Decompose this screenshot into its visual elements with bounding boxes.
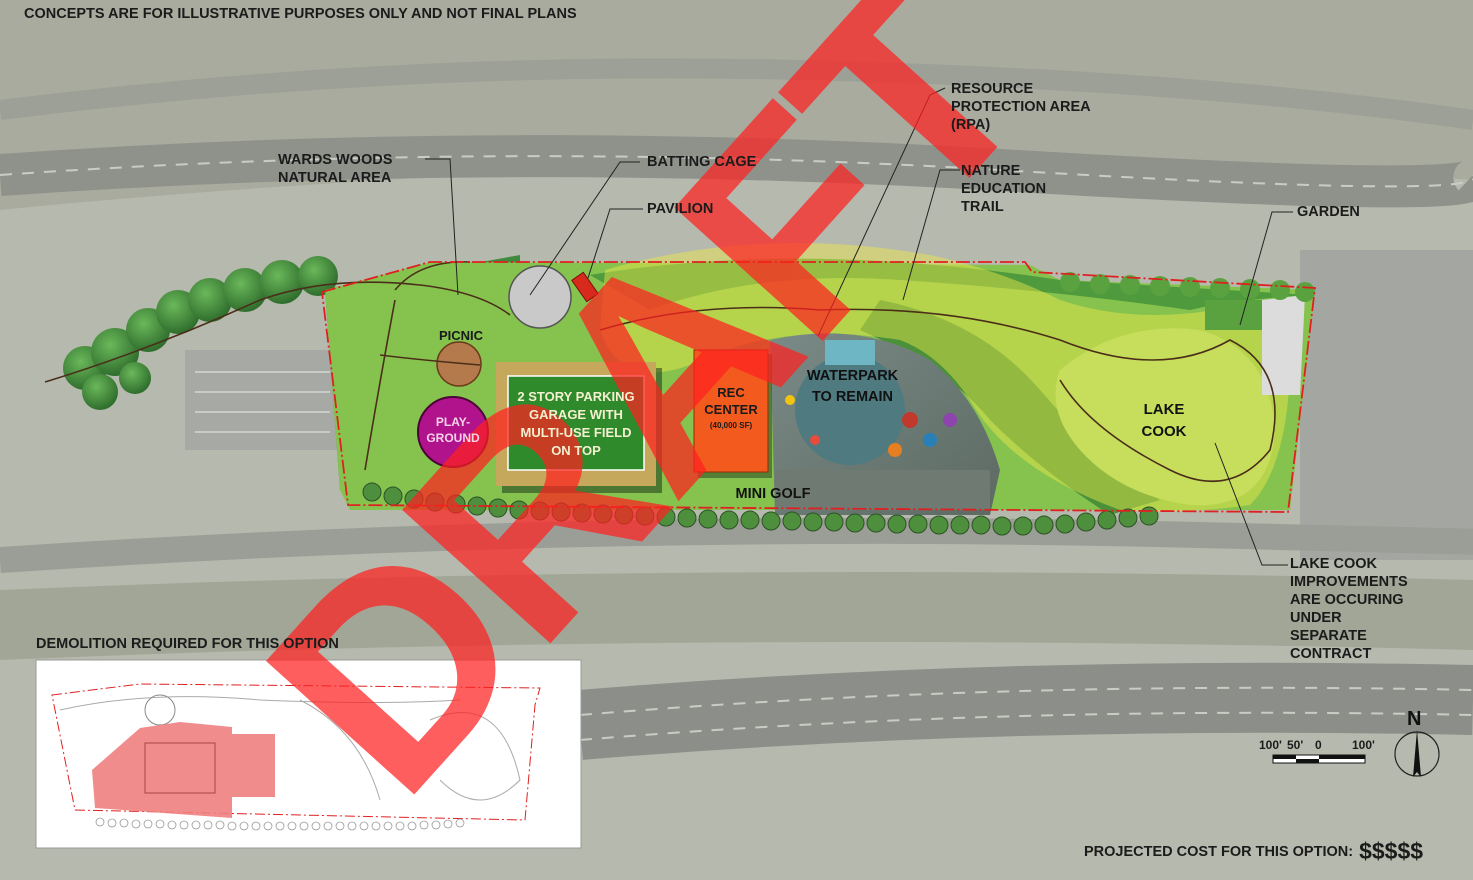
parking-garage-field (507, 375, 645, 471)
waterpark-pool (795, 355, 905, 465)
disclaimer-text: CONCEPTS ARE FOR ILLUSTRATIVE PURPOSES O… (24, 6, 577, 22)
lake-cook-label: LAKE COOK (1141, 401, 1187, 440)
scale-label-100-west: 100' (1259, 738, 1282, 752)
scale-label-0: 0 (1315, 738, 1322, 752)
parking-garage-label: 2 STORY PARKING GARAGE WITH MULTI-USE FI… (517, 389, 635, 458)
rpa-zone (600, 243, 1291, 512)
scale-bar (1272, 754, 1366, 764)
projected-cost-label: PROJECTED COST FOR THIS OPTION: (1084, 844, 1354, 860)
callout-pavilion: PAVILION (647, 201, 714, 217)
demolition-zone (92, 722, 275, 818)
rec-center (693, 349, 769, 473)
waterpark-umbrellas (785, 395, 957, 457)
projected-cost-value: $$$$$ (1359, 838, 1424, 864)
projected-cost: PROJECTED COST FOR THIS OPTION: $$$$$ (1084, 838, 1423, 865)
playground-area (417, 396, 489, 468)
callout-batting-cage: BATTING CAGE (647, 154, 757, 170)
tree-canopy-west (63, 256, 338, 410)
picnic-area (436, 341, 482, 387)
callout-rpa: RESOURCE PROTECTION AREA (RPA) (951, 81, 1091, 133)
waterpark-slide-pool (825, 340, 875, 365)
scale-label-50: 50' (1287, 738, 1304, 752)
garden-bed (1205, 300, 1265, 330)
site-boundary (321, 261, 1317, 513)
callout-leaders (425, 87, 1293, 566)
highway-north-lanes (0, 155, 1473, 188)
wooded-band-south (0, 572, 1473, 660)
woods-strip-north (590, 258, 1310, 310)
pavilion (571, 271, 599, 303)
batting-cage (508, 265, 572, 329)
picnic-label: PICNIC (438, 328, 484, 343)
callout-nature-trail: NATURE EDUCATION TRAIL (961, 163, 1047, 215)
callout-wards-woods: WARDS WOODS NATURAL AREA (278, 152, 393, 186)
demolition-inset-title: DEMOLITION REQUIRED FOR THIS OPTION (36, 636, 339, 652)
road-north-upper (0, 58, 1473, 130)
woods-strip-diagonal (860, 300, 1160, 515)
rec-center-label: REC CENTER (704, 385, 758, 417)
callout-lake-cook-note: LAKE COOK IMPROVEMENTS ARE OCCURING UNDE… (1290, 556, 1408, 662)
garden-building (1262, 295, 1305, 395)
road-south (0, 517, 1473, 573)
mini-golf-label: MINI GOLF (735, 486, 811, 502)
scale-label-100-east: 100' (1352, 738, 1375, 752)
parking-rows (195, 371, 330, 433)
lake-cook (1055, 328, 1275, 506)
north-arrow-label: N (1407, 708, 1422, 730)
callout-garden: GARDEN (1297, 204, 1360, 220)
waterpark-label: WATERPARK TO REMAIN (806, 368, 899, 405)
highway-south (577, 662, 1473, 760)
demolition-inset (35, 659, 582, 849)
urban-area-right (1300, 250, 1473, 560)
mini-golf-area (775, 470, 990, 510)
highway-south-lanes (579, 686, 1473, 716)
parking-lot-building (185, 350, 345, 450)
north-arrow-symbol (1394, 730, 1440, 777)
rec-center-size: (40,000 SF) (709, 421, 753, 430)
highway-south-lanes-2 (579, 711, 1473, 741)
playground-label: PLAY- GROUND (426, 415, 480, 445)
